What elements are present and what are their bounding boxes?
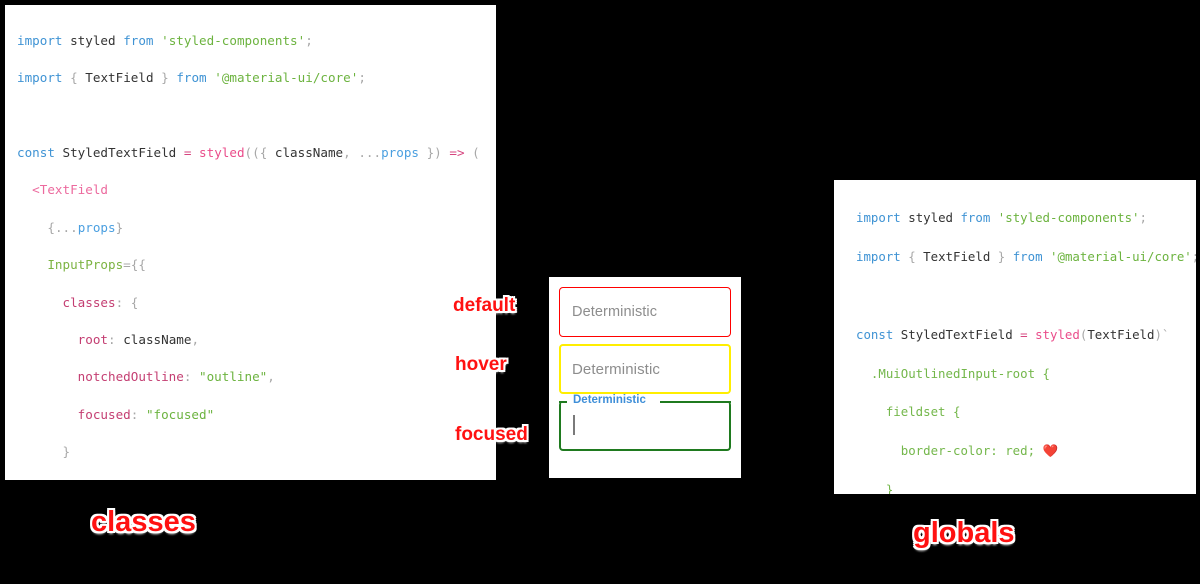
code-line: const StyledTextField = styled(TextField… (856, 326, 1170, 342)
code-line-blank (17, 107, 486, 126)
code-line: border-color: red; ❤️ (900, 443, 1059, 459)
code-line: focused: "focused" (77, 406, 215, 422)
code-line: } (62, 444, 71, 460)
globals-code-panel: import styled from 'styled-components'; … (834, 180, 1196, 494)
text-cursor-caret (573, 415, 575, 435)
code-line: const StyledTextField = styled(({ classN… (17, 144, 480, 160)
code-line: notchedOutline: "outline", (77, 369, 275, 385)
textfield-preview-card: Deterministic Deterministic Deterministi… (549, 277, 741, 478)
caption-globals: globals (913, 517, 1015, 549)
notch-segment-left (559, 401, 567, 403)
caption-classes: classes (91, 506, 196, 538)
code-line: classes: { (62, 294, 139, 310)
code-line: import styled from 'styled-components'; (856, 210, 1147, 226)
code-line: root: className, (77, 331, 200, 347)
textfield-outline-focused (559, 401, 731, 451)
notch-segment-right (660, 401, 731, 403)
code-line: {...props} (47, 219, 124, 235)
textfield-hover[interactable]: Deterministic (559, 344, 731, 394)
code-line: InputProps={{ (47, 257, 146, 273)
code-line: import { TextField } from '@material-ui/… (856, 249, 1196, 265)
classes-code-panel: import styled from 'styled-components'; … (5, 5, 496, 480)
code-line: fieldset { (885, 404, 961, 420)
annotation-hover: hover (455, 354, 507, 375)
textfield-label-hover: Deterministic (572, 360, 660, 378)
textfield-floating-label: Deterministic (573, 394, 646, 406)
code-line: } (885, 482, 894, 494)
code-line: .MuiOutlinedInput-root { (870, 365, 1050, 381)
annotation-focused: focused (455, 424, 528, 445)
code-line: <TextField (32, 182, 108, 198)
code-line: import styled from 'styled-components'; (17, 32, 313, 48)
code-line-blank (856, 286, 1188, 305)
annotation-default: default (453, 295, 516, 316)
textfield-focused[interactable]: Deterministic (559, 394, 731, 451)
textfield-default[interactable]: Deterministic (559, 287, 731, 337)
textfield-notched-outline (559, 401, 731, 403)
textfield-label-default: Deterministic (572, 304, 658, 320)
code-line: import { TextField } from '@material-ui/… (17, 70, 366, 86)
